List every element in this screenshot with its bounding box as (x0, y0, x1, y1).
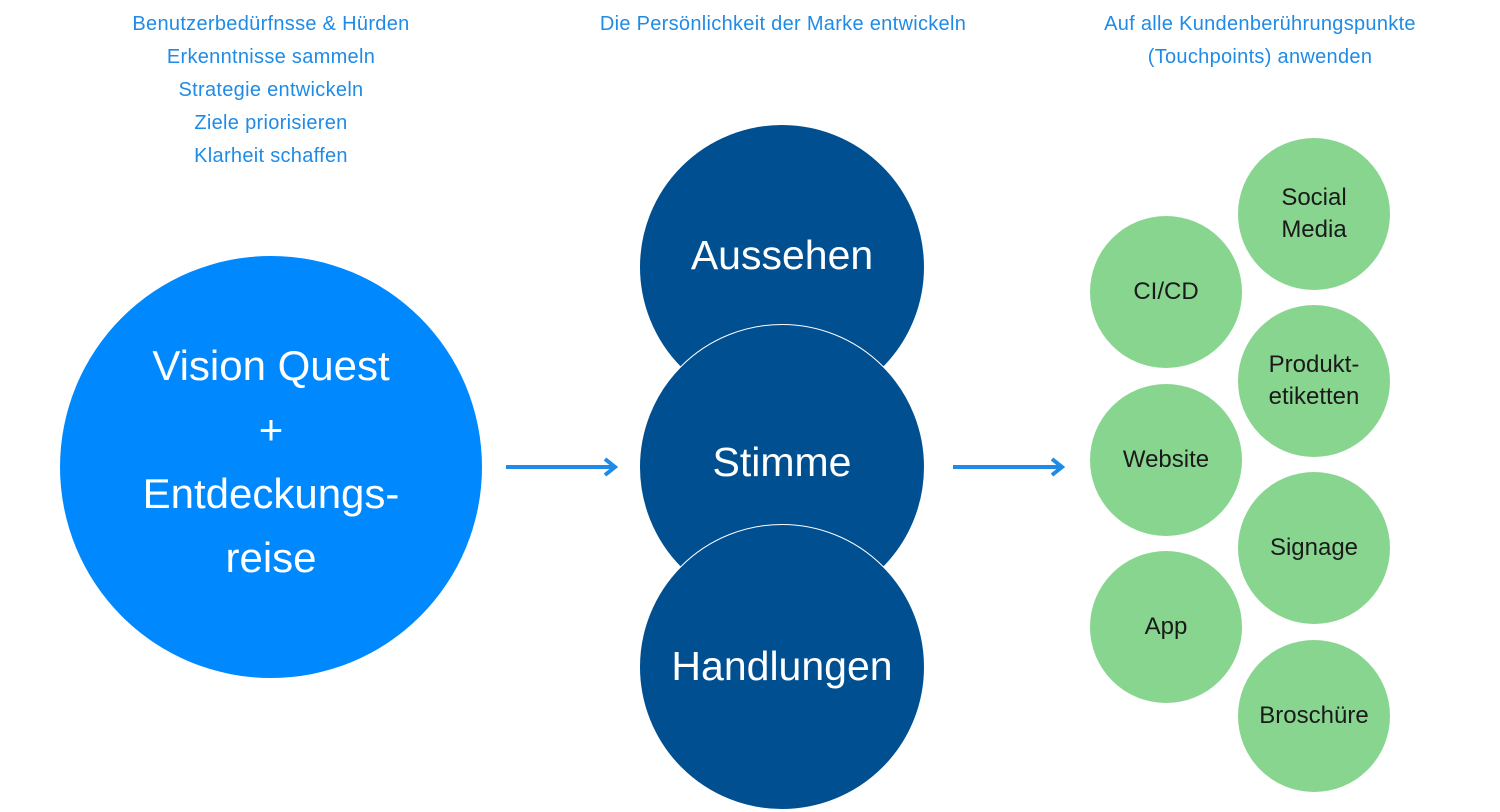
vision-quest-circle: Vision Quest + Entdeckungs- reise (60, 256, 482, 678)
touchpoint-produktetiketten: Produkt- etiketten (1238, 305, 1390, 457)
touchpoint-social-media: Social Media (1238, 138, 1390, 290)
touchpoint-label: Social (1281, 184, 1347, 211)
vision-line: reise (225, 534, 317, 581)
brand-circle-label: Handlungen (671, 642, 893, 689)
brand-circle-handlungen: Handlungen (639, 524, 925, 810)
caption-brand-personality: Die Persönlichkeit der Marke entwickeln (520, 8, 1046, 41)
vision-line: + (258, 406, 284, 453)
right-arrow-icon (953, 457, 1066, 477)
touchpoint-label: App (1144, 613, 1188, 640)
caption-line: Klarheit schaffen (194, 145, 348, 167)
touchpoint-ci-cd: CI/CD (1090, 216, 1242, 368)
caption-touchpoints: Auf alle Kundenberührungspunkte (Touchpo… (1060, 8, 1460, 74)
caption-line: Auf alle Kundenberührungspunkte (1104, 13, 1416, 35)
caption-line: (Touchpoints) anwenden (1147, 46, 1373, 68)
touchpoint-label: etiketten (1268, 383, 1360, 410)
touchpoint-website: Website (1090, 384, 1242, 536)
touchpoint-broschuere: Broschüre (1238, 640, 1390, 792)
touchpoint-label: Media (1281, 216, 1347, 243)
caption-line: Benutzerbedürfnsse & Hürden (132, 13, 410, 35)
touchpoint-label: Produkt- (1268, 351, 1360, 378)
vision-line: Vision Quest (152, 342, 390, 389)
caption-user-needs: Benutzerbedürfnsse & Hürden Erkenntnisse… (70, 8, 472, 173)
touchpoint-label: Signage (1269, 534, 1359, 561)
touchpoint-label: CI/CD (1133, 278, 1199, 305)
touchpoint-app: App (1090, 551, 1242, 703)
right-arrow-icon (506, 457, 619, 477)
caption-line: Ziele priorisieren (194, 112, 348, 134)
caption-line: Strategie entwickeln (178, 79, 364, 101)
brand-circle-label: Stimme (712, 438, 852, 485)
brand-circle-label: Aussehen (690, 231, 874, 278)
touchpoint-signage: Signage (1238, 472, 1390, 624)
caption-line: Erkenntnisse sammeln (166, 46, 376, 68)
touchpoint-label: Broschüre (1259, 702, 1369, 729)
vision-line: Entdeckungs- (142, 470, 400, 517)
touchpoint-label: Website (1122, 446, 1210, 473)
caption-line: Die Persönlichkeit der Marke entwickeln (599, 13, 967, 35)
